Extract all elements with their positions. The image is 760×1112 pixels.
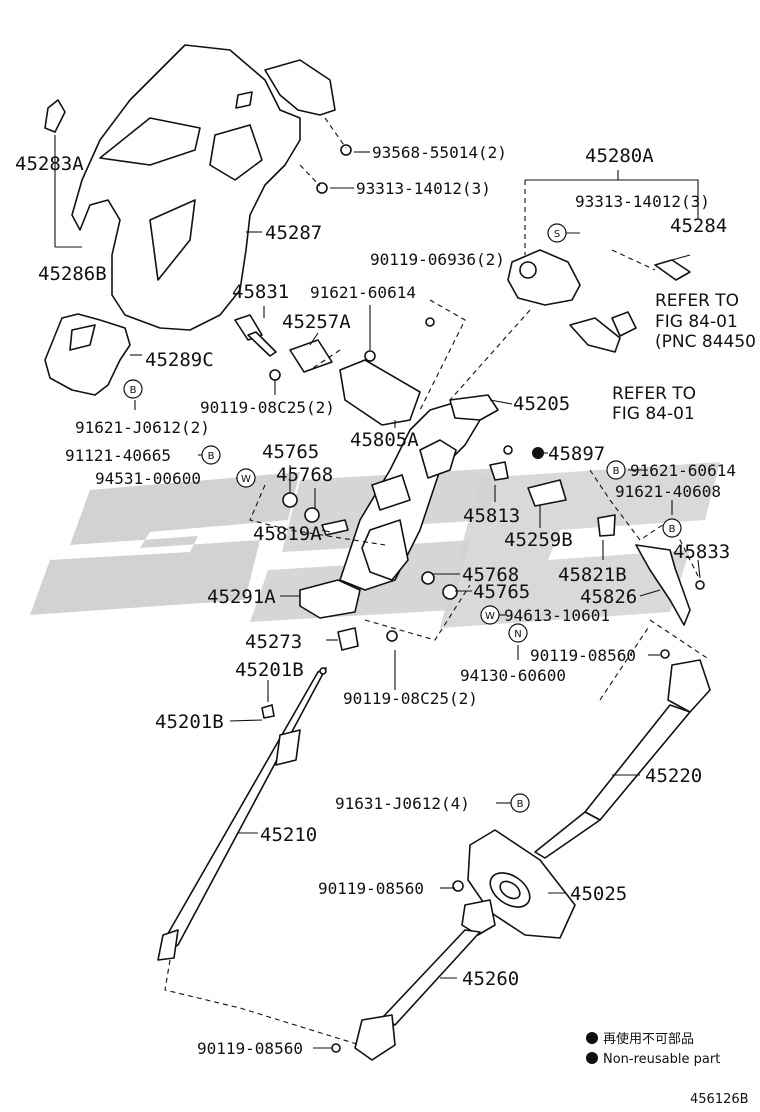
legend-text-japanese: 再使用不可部品 — [603, 1031, 694, 1047]
label-45833: 45833 — [673, 541, 730, 563]
label-45768-b: 45768 — [462, 564, 519, 586]
label-45025: 45025 — [570, 883, 627, 905]
refer-to-line3: (PNC 84450 — [655, 332, 756, 352]
label-94130-60600: 94130-60600 — [460, 666, 566, 685]
legend-text-english: Non-reusable part — [603, 1052, 720, 1067]
refer-to-line2: FIG 84-01 — [655, 312, 738, 332]
small-parts — [234, 144, 705, 1053]
svg-text:B: B — [669, 524, 676, 535]
label-90119-08560-a: 90119-08560 — [530, 646, 636, 665]
leader-lines — [54, 135, 701, 1049]
column-cover-45287 — [44, 44, 336, 331]
label-45287: 45287 — [265, 222, 322, 244]
svg-text:B: B — [517, 799, 524, 810]
column-bracket-assembly — [299, 359, 499, 619]
label-45831: 45831 — [232, 281, 289, 303]
lower-cover-45289C — [44, 313, 131, 396]
intermediate-shaft-45220 — [534, 659, 711, 859]
label-45291A: 45291A — [207, 586, 276, 608]
label-90119-06936: 90119-06936(2) — [370, 250, 505, 269]
label-45765-b: 45765 — [473, 581, 530, 603]
marker-b-91621-J0612: B — [123, 379, 143, 399]
label-45201B-left: 45201B — [155, 711, 224, 733]
non-reusable-dot-45897 — [532, 447, 544, 459]
marker-w-94531: W — [236, 468, 256, 488]
svg-text:B: B — [208, 451, 215, 462]
svg-text:N: N — [514, 629, 521, 640]
label-45765-a: 45765 — [262, 441, 319, 463]
label-90119-08560-b: 90119-08560 — [318, 879, 424, 898]
label-91631-J0612: 91631-J0612(4) — [335, 794, 470, 813]
watermark-logo — [30, 462, 720, 628]
label-93313-14012-a: 93313-14012(3) — [356, 179, 491, 198]
label-45283A: 45283A — [15, 153, 84, 175]
label-45826: 45826 — [580, 586, 637, 608]
label-45805A: 45805A — [350, 429, 419, 451]
marker-b-91621-40608: B — [662, 518, 682, 538]
svg-text:B: B — [613, 466, 620, 477]
label-45286B: 45286B — [38, 263, 107, 285]
label-45259B: 45259B — [504, 529, 573, 551]
label-45201B-top: 45201B — [235, 659, 304, 681]
label-45205: 45205 — [513, 393, 570, 415]
label-90119-08560-c: 90119-08560 — [197, 1039, 303, 1058]
marker-w-94613: W — [480, 605, 500, 625]
marker-b-91621-60614: B — [606, 460, 626, 480]
label-45284: 45284 — [670, 215, 727, 237]
label-45260: 45260 — [462, 968, 519, 990]
svg-text:S: S — [554, 229, 560, 240]
label-94613-10601: 94613-10601 — [504, 606, 610, 625]
marker-s-93313: S — [547, 223, 567, 243]
label-93313-14012-b: 93313-14012(3) — [575, 192, 710, 211]
label-91621-60614-a: 91621-60614 — [310, 283, 416, 302]
label-91621-J0612: 91621-J0612(2) — [75, 418, 210, 437]
dashed-guides — [164, 117, 711, 1046]
label-45280A: 45280A — [585, 145, 654, 167]
label-45819A: 45819A — [253, 523, 322, 545]
svg-text:W: W — [485, 611, 495, 622]
label-90119-08C25-b: 90119-08C25(2) — [343, 689, 478, 708]
label-45220: 45220 — [645, 765, 702, 787]
dash-plate-45025 — [467, 829, 576, 939]
part-labels: 45283A 45286B 45287 93568-55014(2) 93313… — [15, 143, 756, 1058]
lock-cylinder-45280A — [507, 249, 691, 353]
label-94531-00600: 94531-00600 — [95, 469, 201, 488]
refer-to-line1: REFER TO — [655, 291, 739, 311]
label-90119-08C25-a: 90119-08C25(2) — [200, 398, 335, 417]
legend-dot-2 — [586, 1052, 598, 1064]
upper-shaft-45210 — [157, 667, 327, 961]
legend: 再使用不可部品 Non-reusable part — [586, 1031, 720, 1067]
label-45897: 45897 — [548, 443, 605, 465]
diagram-id: 456126B — [690, 1092, 749, 1107]
svg-text:B: B — [130, 385, 137, 396]
label-45813: 45813 — [463, 505, 520, 527]
svg-text:W: W — [241, 474, 251, 485]
label-91121-40665: 91121-40665 — [65, 446, 171, 465]
label-45768-a: 45768 — [276, 464, 333, 486]
marker-n-94130: N — [508, 623, 528, 643]
refer-to-line5: FIG 84-01 — [612, 404, 695, 424]
label-45289C: 45289C — [145, 349, 214, 371]
marker-b-91631: B — [510, 793, 530, 813]
legend-dot-1 — [586, 1032, 598, 1044]
marker-b-91121: B — [201, 445, 221, 465]
label-45257A: 45257A — [282, 311, 351, 333]
refer-to-line4: REFER TO — [612, 384, 696, 404]
label-45210: 45210 — [260, 824, 317, 846]
label-45273: 45273 — [245, 631, 302, 653]
label-93568-55014: 93568-55014(2) — [372, 143, 507, 162]
label-91621-60614-b: 91621-60614 — [630, 461, 736, 480]
label-91621-40608: 91621-40608 — [615, 482, 721, 501]
lower-shaft-45260 — [354, 899, 496, 1061]
label-45821B: 45821B — [558, 564, 627, 586]
